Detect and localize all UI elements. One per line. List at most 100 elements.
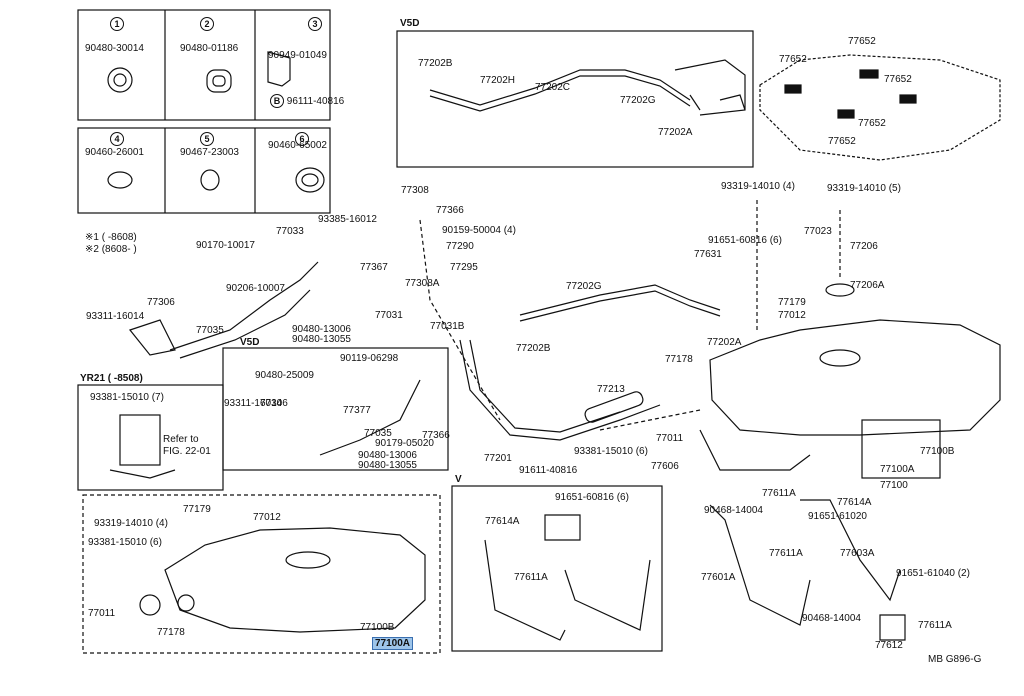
part-label[interactable]: 90480-01186 — [180, 43, 239, 54]
part-label[interactable]: 77011 — [88, 608, 116, 619]
part-label[interactable]: 77366 — [422, 430, 450, 441]
part-label[interactable]: 90206-10007 — [226, 283, 285, 294]
part-label[interactable]: 91651-61040 (2) — [896, 568, 970, 579]
note-mark-1: ※1 ( -8608) — [85, 232, 137, 243]
part-label[interactable]: 77202A — [707, 337, 742, 348]
part-label[interactable]: 93319-14010 (4) — [94, 518, 168, 529]
part-label[interactable]: 77308 — [401, 185, 429, 196]
part-label[interactable]: 91651-60816 (6) — [708, 235, 782, 246]
part-label[interactable]: 77100B — [360, 622, 395, 633]
clip-3-badge: 3 — [308, 17, 322, 31]
part-label[interactable]: 77035 — [364, 428, 392, 439]
part-label[interactable]: 91611-40816 — [519, 465, 578, 476]
part-label[interactable]: 77308A — [405, 278, 440, 289]
part-label[interactable]: 77033 — [276, 226, 304, 237]
part-label[interactable]: 77290 — [446, 241, 474, 252]
part-label[interactable]: 77023 — [804, 226, 832, 237]
part-label-sub[interactable]: B 96111-40816 — [270, 94, 344, 108]
part-label[interactable]: 90119-06298 — [340, 353, 399, 364]
part-label[interactable]: 90460-65002 — [268, 140, 327, 151]
part-label[interactable]: 77614A — [485, 516, 520, 527]
part-label[interactable]: 90480-13006 — [292, 324, 351, 335]
part-label[interactable]: 91651-61020 — [808, 511, 867, 522]
v5d-top-box — [396, 30, 754, 168]
part-label[interactable]: 77031 — [375, 310, 403, 321]
part-label[interactable]: 93319-14010 (5) — [827, 183, 901, 194]
part-label[interactable]: 90480-25009 — [255, 370, 314, 381]
part-label[interactable]: 90480-30014 — [85, 43, 144, 54]
part-label[interactable]: 77606 — [651, 461, 679, 472]
part-label[interactable]: 77031B — [430, 321, 465, 332]
part-label[interactable]: 77652 — [884, 74, 912, 85]
part-label[interactable]: 77367 — [360, 262, 388, 273]
note-refer: Refer to — [163, 434, 199, 445]
v-bracket-box — [451, 485, 663, 652]
part-label[interactable]: 77202B — [418, 58, 453, 69]
part-label[interactable]: 77011 — [656, 433, 684, 444]
part-label[interactable]: 77202G — [566, 281, 602, 292]
part-label[interactable]: 77178 — [665, 354, 693, 365]
part-label[interactable]: 77366 — [436, 205, 464, 216]
part-label[interactable]: 77601A — [701, 572, 736, 583]
part-label[interactable]: 77202G — [620, 95, 656, 106]
clip-5-badge: 5 — [200, 132, 214, 146]
part-label[interactable]: 77603A — [840, 548, 875, 559]
part-label[interactable]: 77652 — [828, 136, 856, 147]
part-label[interactable]: 77295 — [450, 262, 478, 273]
part-label[interactable]: 90467-23003 — [180, 147, 239, 158]
part-label[interactable]: 90480-13055 — [358, 460, 417, 471]
part-label[interactable]: 77179 — [183, 504, 211, 515]
part-label[interactable]: 90468-14004 — [802, 613, 861, 624]
part-label[interactable]: 77652 — [858, 118, 886, 129]
part-label[interactable]: 90949-01049 — [268, 50, 327, 61]
part-label[interactable]: 77611A — [514, 572, 548, 583]
part-label[interactable]: 77201 — [484, 453, 512, 464]
part-label[interactable]: 77306 — [147, 297, 175, 308]
part-label[interactable]: 77179 — [778, 297, 806, 308]
part-label[interactable]: 77100A — [880, 464, 915, 475]
part-label[interactable]: 77100B — [920, 446, 955, 457]
part-label[interactable]: 77012 — [253, 512, 281, 523]
part-label[interactable]: 77614A — [837, 497, 872, 508]
part-label[interactable]: 77306 — [260, 398, 288, 409]
part-label[interactable]: 77612 — [875, 640, 903, 651]
section-v5d-top: V5D — [400, 18, 420, 29]
part-label[interactable]: 77206 — [850, 241, 878, 252]
part-label[interactable]: 77611A — [918, 620, 952, 631]
clip-2-badge: 2 — [200, 17, 214, 31]
part-label[interactable]: 93381-15010 (7) — [90, 392, 164, 403]
part-label[interactable]: 77377 — [343, 405, 371, 416]
part-label[interactable]: 90159-50004 (4) — [442, 225, 516, 236]
part-label[interactable]: 77035 — [196, 325, 224, 336]
part-label[interactable]: 93311-16014 — [86, 311, 145, 322]
part-label-highlighted[interactable]: 77100A — [372, 637, 414, 650]
part-label[interactable]: 77012 — [778, 310, 806, 321]
section-yr21: YR21 ( -8508) — [80, 373, 143, 384]
part-label[interactable]: 90468-14004 — [704, 505, 763, 516]
part-label[interactable]: 90179-05020 — [375, 438, 434, 449]
part-label[interactable]: 77631 — [694, 249, 722, 260]
part-label[interactable]: 77202H — [480, 75, 516, 86]
part-label[interactable]: 77206A — [850, 280, 885, 291]
part-label[interactable]: 90480-13006 — [358, 450, 417, 461]
part-label[interactable]: 77202A — [658, 127, 693, 138]
part-label[interactable]: 77213 — [597, 384, 625, 395]
part-label[interactable]: 93385-16012 — [318, 214, 377, 225]
part-label[interactable]: 93381-15010 (6) — [574, 446, 648, 457]
part-label[interactable]: 93311-16014 — [224, 398, 283, 409]
part-label[interactable]: 77202B — [516, 343, 551, 354]
part-label[interactable]: 93319-14010 (4) — [721, 181, 795, 192]
part-label[interactable]: 90460-26001 — [85, 147, 144, 158]
part-label[interactable]: 77652 — [779, 54, 807, 65]
part-label[interactable]: 93381-15010 (6) — [88, 537, 162, 548]
part-label[interactable]: 91651-60816 (6) — [555, 492, 629, 503]
part-label[interactable]: 77100 — [880, 480, 908, 491]
part-label[interactable]: 77178 — [157, 627, 185, 638]
part-label[interactable]: 77611A — [769, 548, 803, 559]
part-label[interactable]: 90170-10017 — [196, 240, 255, 251]
part-label[interactable]: 77202C — [535, 82, 571, 93]
part-label[interactable]: 77652 — [848, 36, 876, 47]
part-label[interactable]: 90480-13055 — [292, 334, 351, 345]
part-label[interactable]: 77611A — [762, 488, 796, 499]
